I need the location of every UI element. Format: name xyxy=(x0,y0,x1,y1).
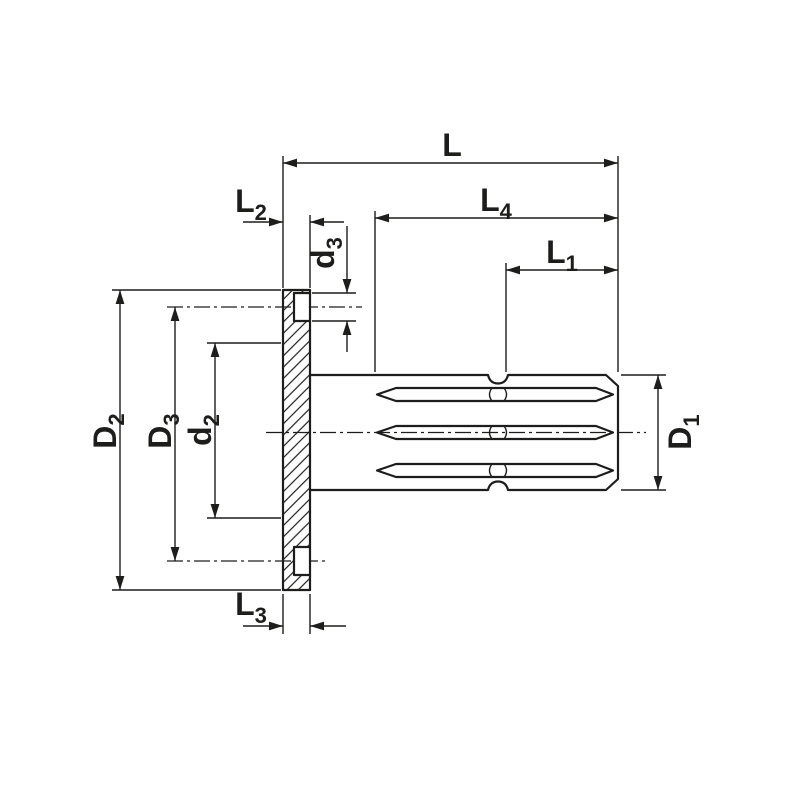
top-bolt-hole-outline xyxy=(292,291,312,323)
dimension-L2: L2 xyxy=(235,183,344,288)
spline-groove-band-bottom xyxy=(375,462,615,479)
dim-label-L: L xyxy=(442,127,462,163)
dim-label-d2: d2 xyxy=(182,414,224,446)
flange-outline xyxy=(281,288,312,592)
dim-label-L3: L3 xyxy=(235,586,267,628)
dimension-D1: D1 xyxy=(621,374,704,491)
dim-label-d3: d3 xyxy=(305,237,347,269)
shaft-outline xyxy=(308,373,620,492)
flange-hatching xyxy=(283,290,310,590)
top-bolt-hole-cut xyxy=(294,293,310,321)
dim-label-D3: D3 xyxy=(142,413,184,448)
dimension-d2: d2 xyxy=(182,342,281,519)
dimension-L: L xyxy=(282,127,619,372)
dimension-D3: D3 xyxy=(142,307,184,561)
dimension-d3: d3 xyxy=(305,226,356,352)
dimension-D2: D2 xyxy=(87,289,281,591)
dim-label-L4: L4 xyxy=(480,182,513,224)
splined-shaft xyxy=(308,373,620,492)
spline-groove-band-top xyxy=(375,386,615,403)
dim-label-D1: D1 xyxy=(662,414,704,449)
spline-groove-band-middle xyxy=(375,424,615,441)
bottom-bolt-hole-cut xyxy=(294,547,310,575)
dimension-L4: L4 xyxy=(374,182,618,372)
flange-section xyxy=(281,288,312,592)
dimension-L1: L1 xyxy=(505,234,618,372)
relief-groove-marks xyxy=(488,387,508,478)
dim-label-D2: D2 xyxy=(87,413,129,448)
bottom-bolt-hole-outline xyxy=(292,545,312,577)
dim-label-L1: L1 xyxy=(546,234,578,276)
dim-label-L2: L2 xyxy=(235,183,267,225)
dimension-L3: L3 xyxy=(235,586,346,634)
